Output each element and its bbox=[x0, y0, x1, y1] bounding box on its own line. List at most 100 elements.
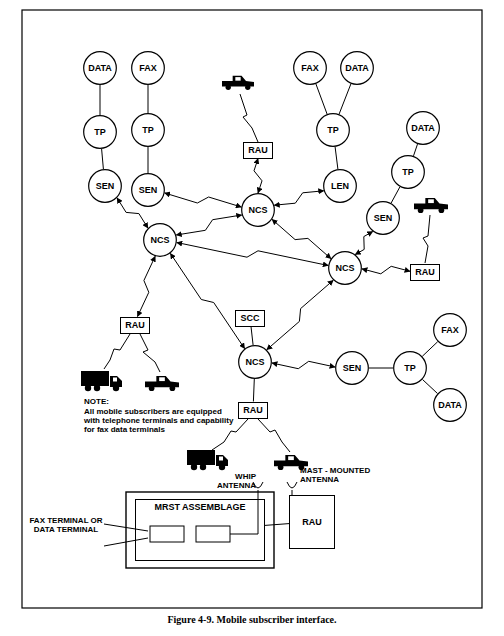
node-label: RAU bbox=[302, 518, 322, 527]
node-label: LEN bbox=[331, 182, 349, 191]
leader-line bbox=[104, 538, 148, 546]
node-label: FAX bbox=[139, 64, 157, 73]
node-label: NCS bbox=[248, 206, 267, 215]
radio-link bbox=[170, 253, 244, 348]
cable-link bbox=[369, 368, 393, 369]
leader-line bbox=[104, 524, 148, 531]
unit-box: RAU bbox=[238, 402, 268, 419]
node-circle: TP bbox=[391, 155, 425, 189]
truck-icon bbox=[187, 450, 228, 470]
radio-link bbox=[254, 159, 262, 194]
node-label: TP bbox=[94, 128, 106, 137]
unit-box: RAU bbox=[410, 264, 440, 281]
node-label: SEN bbox=[374, 214, 393, 223]
node-circle: DATA bbox=[433, 388, 467, 422]
cable-link bbox=[335, 147, 338, 169]
node-label: DATA bbox=[345, 64, 369, 73]
node-circle: NCS bbox=[143, 223, 177, 257]
callout-label: WHIP ANTENNA bbox=[196, 472, 256, 490]
node-label: NCS bbox=[335, 264, 354, 273]
node-label: SEN bbox=[139, 186, 158, 195]
cable-link bbox=[102, 149, 104, 169]
radio-link bbox=[240, 94, 258, 142]
radio-link bbox=[362, 266, 410, 274]
node-label: RAU bbox=[415, 268, 435, 277]
node-circle: FAX bbox=[293, 51, 327, 85]
cable-link bbox=[339, 84, 351, 114]
terminal-box bbox=[150, 526, 184, 542]
node-circle: SEN bbox=[366, 201, 400, 235]
node-circle: LEN bbox=[323, 169, 357, 203]
node-label: SEN bbox=[343, 364, 362, 373]
node-label: SEN bbox=[96, 182, 115, 191]
mast-antenna bbox=[287, 482, 297, 488]
node-circle: TP bbox=[83, 115, 117, 149]
cable-link bbox=[391, 187, 400, 203]
cable-link bbox=[251, 327, 253, 346]
unit-box: RAU bbox=[120, 317, 150, 334]
node-label: RAU bbox=[248, 146, 268, 155]
node-label: FAX bbox=[441, 326, 459, 335]
radio-link bbox=[138, 256, 156, 316]
node-label: DATA bbox=[88, 64, 112, 73]
radio-link bbox=[274, 191, 323, 205]
node-label: FAX bbox=[301, 64, 319, 73]
radio-link bbox=[267, 280, 333, 349]
node-label: MRST ASSEMBLAGE bbox=[154, 503, 245, 512]
callout-label: FAX TERMINAL OR DATA TERMINAL bbox=[28, 516, 104, 534]
node-circle: FAX bbox=[433, 313, 467, 347]
radio-link bbox=[423, 215, 430, 263]
node-circle: TP bbox=[316, 113, 350, 147]
unit-box: RAU bbox=[289, 495, 335, 549]
cable-link bbox=[422, 342, 437, 357]
truck-icon bbox=[222, 76, 254, 90]
node-label: TP bbox=[327, 126, 339, 135]
node-label: DATA bbox=[411, 124, 435, 133]
node-circle: DATA bbox=[406, 111, 440, 145]
cable-link bbox=[316, 84, 327, 114]
node-circle: DATA bbox=[83, 51, 117, 85]
node-label: RAU bbox=[243, 406, 263, 415]
cable-link bbox=[253, 379, 255, 402]
unit-box: SCC bbox=[235, 310, 265, 327]
radio-link bbox=[140, 334, 160, 372]
radio-link bbox=[272, 219, 331, 258]
cable-link bbox=[265, 524, 289, 526]
node-circle: FAX bbox=[131, 51, 165, 85]
node-label: TP bbox=[402, 168, 414, 177]
node-circle: DATA bbox=[340, 51, 374, 85]
note-text: NOTE: bbox=[84, 397, 144, 406]
assemblage-box: MRST ASSEMBLAGE bbox=[135, 499, 265, 561]
note-text: All mobile subscribers are equipped with… bbox=[84, 407, 234, 435]
node-circle: NCS bbox=[241, 193, 275, 227]
radio-link bbox=[177, 243, 328, 266]
node-circle: NCS bbox=[328, 251, 362, 285]
truck-icon bbox=[414, 198, 448, 213]
node-label: RAU bbox=[125, 321, 145, 330]
cable-link bbox=[423, 380, 438, 394]
truck-icon bbox=[145, 376, 179, 391]
cable-link bbox=[100, 85, 101, 115]
node-label: SCC bbox=[240, 314, 259, 323]
radio-link bbox=[104, 334, 130, 369]
node-label: NCS bbox=[150, 236, 169, 245]
node-circle: SEN bbox=[88, 169, 122, 203]
radio-link bbox=[258, 419, 290, 452]
cable-link bbox=[148, 85, 149, 113]
whip-antenna-cable bbox=[230, 490, 258, 534]
node-circle: SEN bbox=[335, 351, 369, 385]
radio-link bbox=[272, 361, 335, 368]
figure-frame bbox=[22, 10, 482, 608]
node-circle: NCS bbox=[238, 345, 272, 379]
node-label: TP bbox=[142, 126, 154, 135]
callout-label: MAST - MOUNTED ANTENNA bbox=[300, 466, 380, 484]
node-circle: TP bbox=[393, 351, 427, 385]
radio-link bbox=[165, 193, 242, 207]
node-label: DATA bbox=[438, 401, 462, 410]
terminal-box bbox=[196, 526, 230, 542]
node-label: TP bbox=[404, 364, 416, 373]
node-circle: TP bbox=[131, 113, 165, 147]
truck-icon bbox=[81, 371, 122, 391]
unit-box: RAU bbox=[243, 142, 273, 159]
node-circle: SEN bbox=[131, 173, 165, 207]
